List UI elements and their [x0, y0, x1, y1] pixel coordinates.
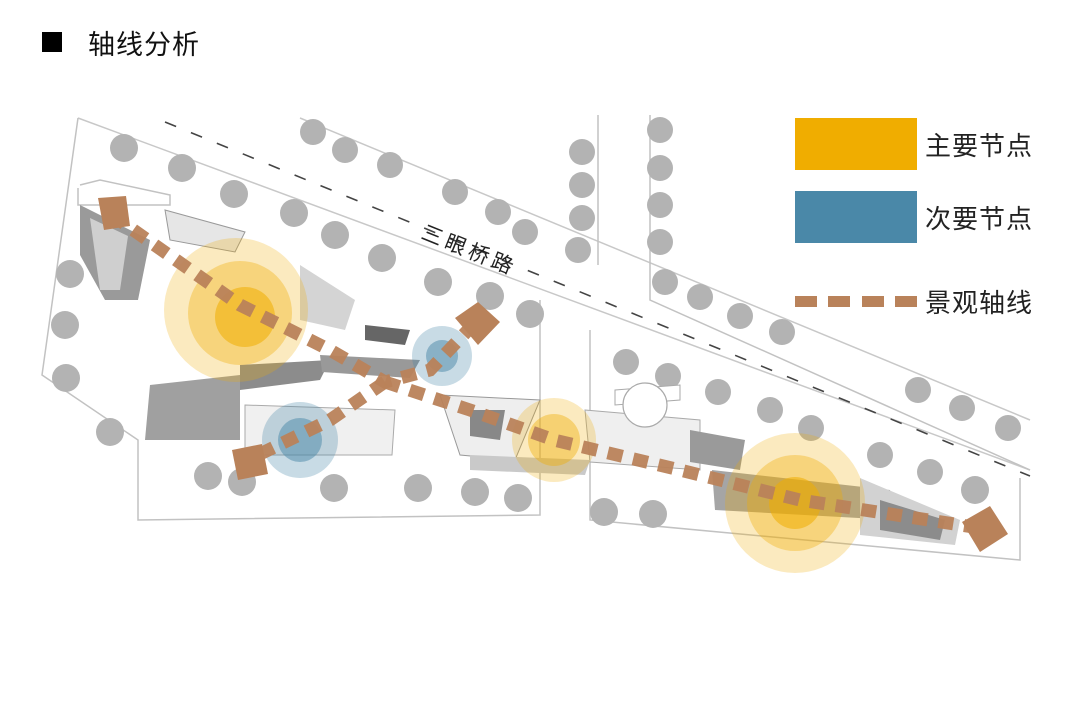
title-block: 轴线分析 — [42, 22, 200, 62]
legend-item-axis: 景观轴线 — [795, 283, 1033, 320]
secondary-node-swatch — [795, 191, 917, 243]
legend-label: 景观轴线 — [925, 289, 1034, 319]
entrance-marker-icon — [455, 302, 500, 345]
entrance-marker-icon — [232, 444, 268, 480]
entrance-marker-icon — [98, 196, 130, 230]
page-title: 轴线分析 — [88, 29, 200, 61]
landscape-axis — [108, 209, 981, 535]
buildings — [80, 205, 960, 545]
legend-label: 次要节点 — [925, 204, 1034, 235]
primary-node — [512, 398, 596, 482]
secondary-node — [262, 402, 338, 478]
primary-node-swatch — [795, 118, 917, 170]
entrance-marker-icon — [962, 506, 1008, 552]
axis-dash-swatch — [795, 296, 917, 307]
trees — [51, 117, 1021, 528]
secondary-node — [412, 326, 472, 386]
legend-item-secondary: 次要节点 — [795, 191, 1033, 243]
legend-item-primary: 主要节点 — [795, 118, 1033, 170]
entrance-markers — [98, 196, 1008, 552]
square-bullet-icon — [42, 32, 62, 52]
legend-label: 主要节点 — [925, 131, 1034, 162]
